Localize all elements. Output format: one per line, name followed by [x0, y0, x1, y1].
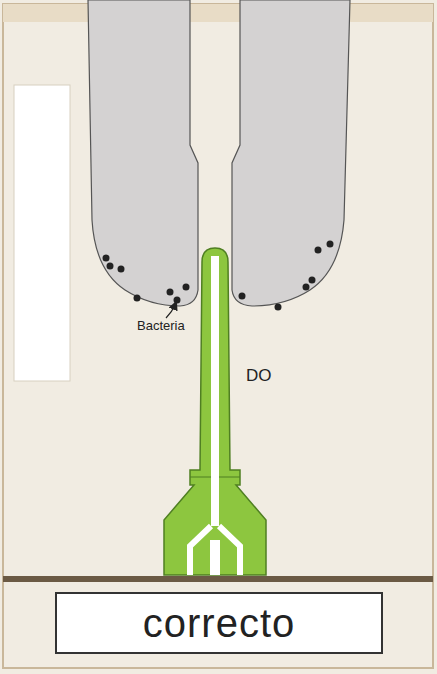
- part-label: Bacteria: [137, 318, 185, 333]
- instrument-channel: [190, 526, 240, 575]
- frame: [3, 4, 433, 668]
- leader-arrow: [166, 305, 175, 318]
- part-label: DO: [246, 366, 272, 386]
- instrument-channel: [210, 540, 220, 575]
- tooth-root: [88, 0, 198, 306]
- top-band: [3, 4, 433, 22]
- instrument: [164, 248, 266, 575]
- instrument-channel: [211, 256, 219, 526]
- paper-patch: [14, 85, 70, 381]
- base-line: [3, 576, 433, 582]
- tooth-root: [232, 0, 350, 306]
- caption-box: correcto: [55, 592, 383, 654]
- caption-text: correcto: [143, 601, 296, 646]
